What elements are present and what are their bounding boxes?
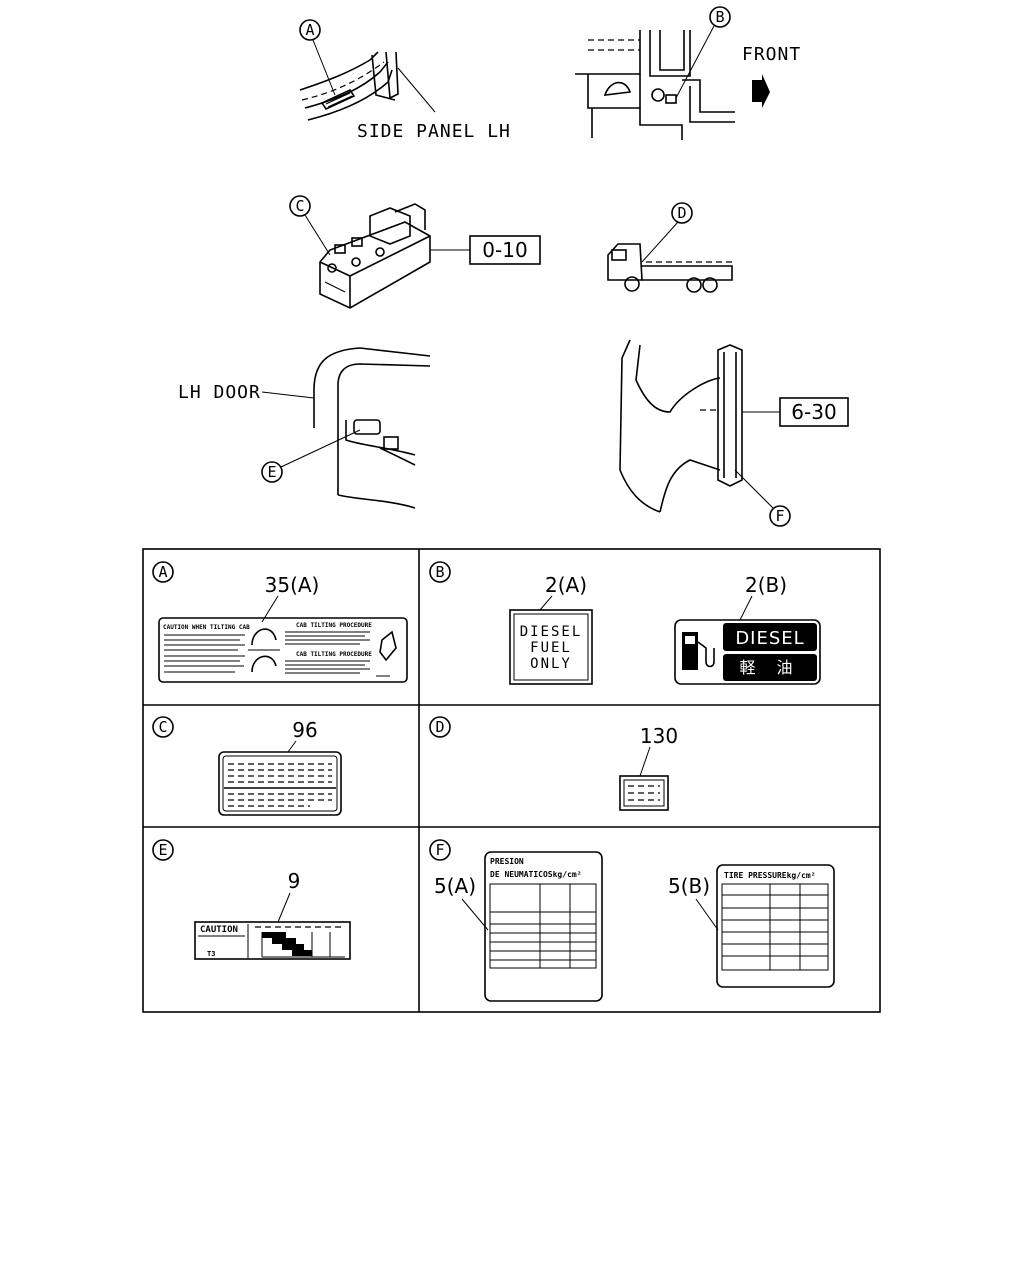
cell-e: E 9 CAUTION T3 bbox=[152, 839, 351, 960]
cell-a-callout: A bbox=[158, 563, 167, 581]
diesel-line-1: DIESEL bbox=[520, 624, 583, 640]
arrow-right-icon bbox=[752, 74, 770, 108]
label-lh-door: LH DOOR bbox=[178, 382, 261, 403]
label-front: FRONT bbox=[742, 44, 801, 65]
caution-text: CAUTION bbox=[200, 925, 238, 935]
cell-c-callout: C bbox=[158, 718, 167, 736]
cell-f-callout: F bbox=[435, 841, 444, 859]
illustration-side-panel: A SIDE PANEL LH bbox=[299, 19, 511, 142]
label-e-code: T3 bbox=[207, 950, 215, 958]
part-130: 130 bbox=[640, 724, 678, 748]
label-a-title-r2: CAB TILTING PROCEDURE bbox=[296, 651, 372, 658]
cell-a: A 35(A) CAUTION WHEN TILTING CAB CAB TIL… bbox=[152, 561, 408, 683]
callout-c: C bbox=[295, 197, 304, 215]
callout-e: E bbox=[267, 463, 276, 481]
label-a-title-r1: CAB TILTING PROCEDURE bbox=[296, 622, 372, 629]
part-9: 9 bbox=[288, 869, 301, 893]
illustration-pillar: 6-30 F bbox=[619, 339, 849, 527]
callout-f: F bbox=[775, 507, 784, 525]
fuel-pump-icon bbox=[682, 632, 715, 670]
illustration-lh-door: LH DOOR E bbox=[178, 347, 431, 509]
presion-line-1: PRESION bbox=[490, 857, 524, 866]
presion-line-2: DE NEUMATICOSkg/cm² bbox=[490, 870, 582, 879]
part-2a: 2(A) bbox=[545, 573, 587, 597]
part-5a: 5(A) bbox=[434, 874, 476, 898]
cell-b-callout: B bbox=[435, 563, 444, 581]
diesel-badge-text: DIESEL bbox=[735, 628, 804, 649]
ref-box-c: 0-10 bbox=[482, 238, 527, 262]
cell-c: C 96 bbox=[152, 716, 342, 816]
part-35a: 35(A) bbox=[265, 573, 320, 597]
callout-a: A bbox=[305, 21, 314, 39]
cell-f: F 5(A) PRESION DE NEUMATICOSkg/cm² 5(B) … bbox=[429, 839, 835, 1002]
cell-e-callout: E bbox=[158, 841, 167, 859]
ref-box-f: 6-30 bbox=[791, 400, 836, 424]
diesel-line-2: FUEL bbox=[530, 640, 572, 656]
label-side-panel: SIDE PANEL LH bbox=[357, 121, 511, 142]
part-5b: 5(B) bbox=[668, 874, 710, 898]
tire-pressure-text: TIRE PRESSUREkg/cm² bbox=[724, 871, 816, 880]
illustration-truck: D bbox=[607, 202, 733, 293]
diesel-jp-text: 軽 油 bbox=[739, 658, 800, 677]
label-table bbox=[142, 548, 881, 1013]
callout-d: D bbox=[677, 204, 686, 222]
label-a-title-left: CAUTION WHEN TILTING CAB bbox=[163, 624, 250, 631]
part-2b: 2(B) bbox=[745, 573, 787, 597]
part-96: 96 bbox=[292, 718, 317, 742]
callout-b: B bbox=[715, 8, 724, 26]
cell-d-callout: D bbox=[435, 718, 444, 736]
cell-d: D 130 bbox=[429, 716, 678, 811]
illustration-fuse-block: C 0-10 bbox=[289, 195, 541, 309]
cell-b: B 2(A) DIESEL FUEL ONLY 2(B) DIESEL 軽 油 bbox=[429, 561, 821, 685]
diesel-line-3: ONLY bbox=[530, 656, 572, 672]
illustration-fuel-area: B FRONT bbox=[575, 6, 801, 140]
